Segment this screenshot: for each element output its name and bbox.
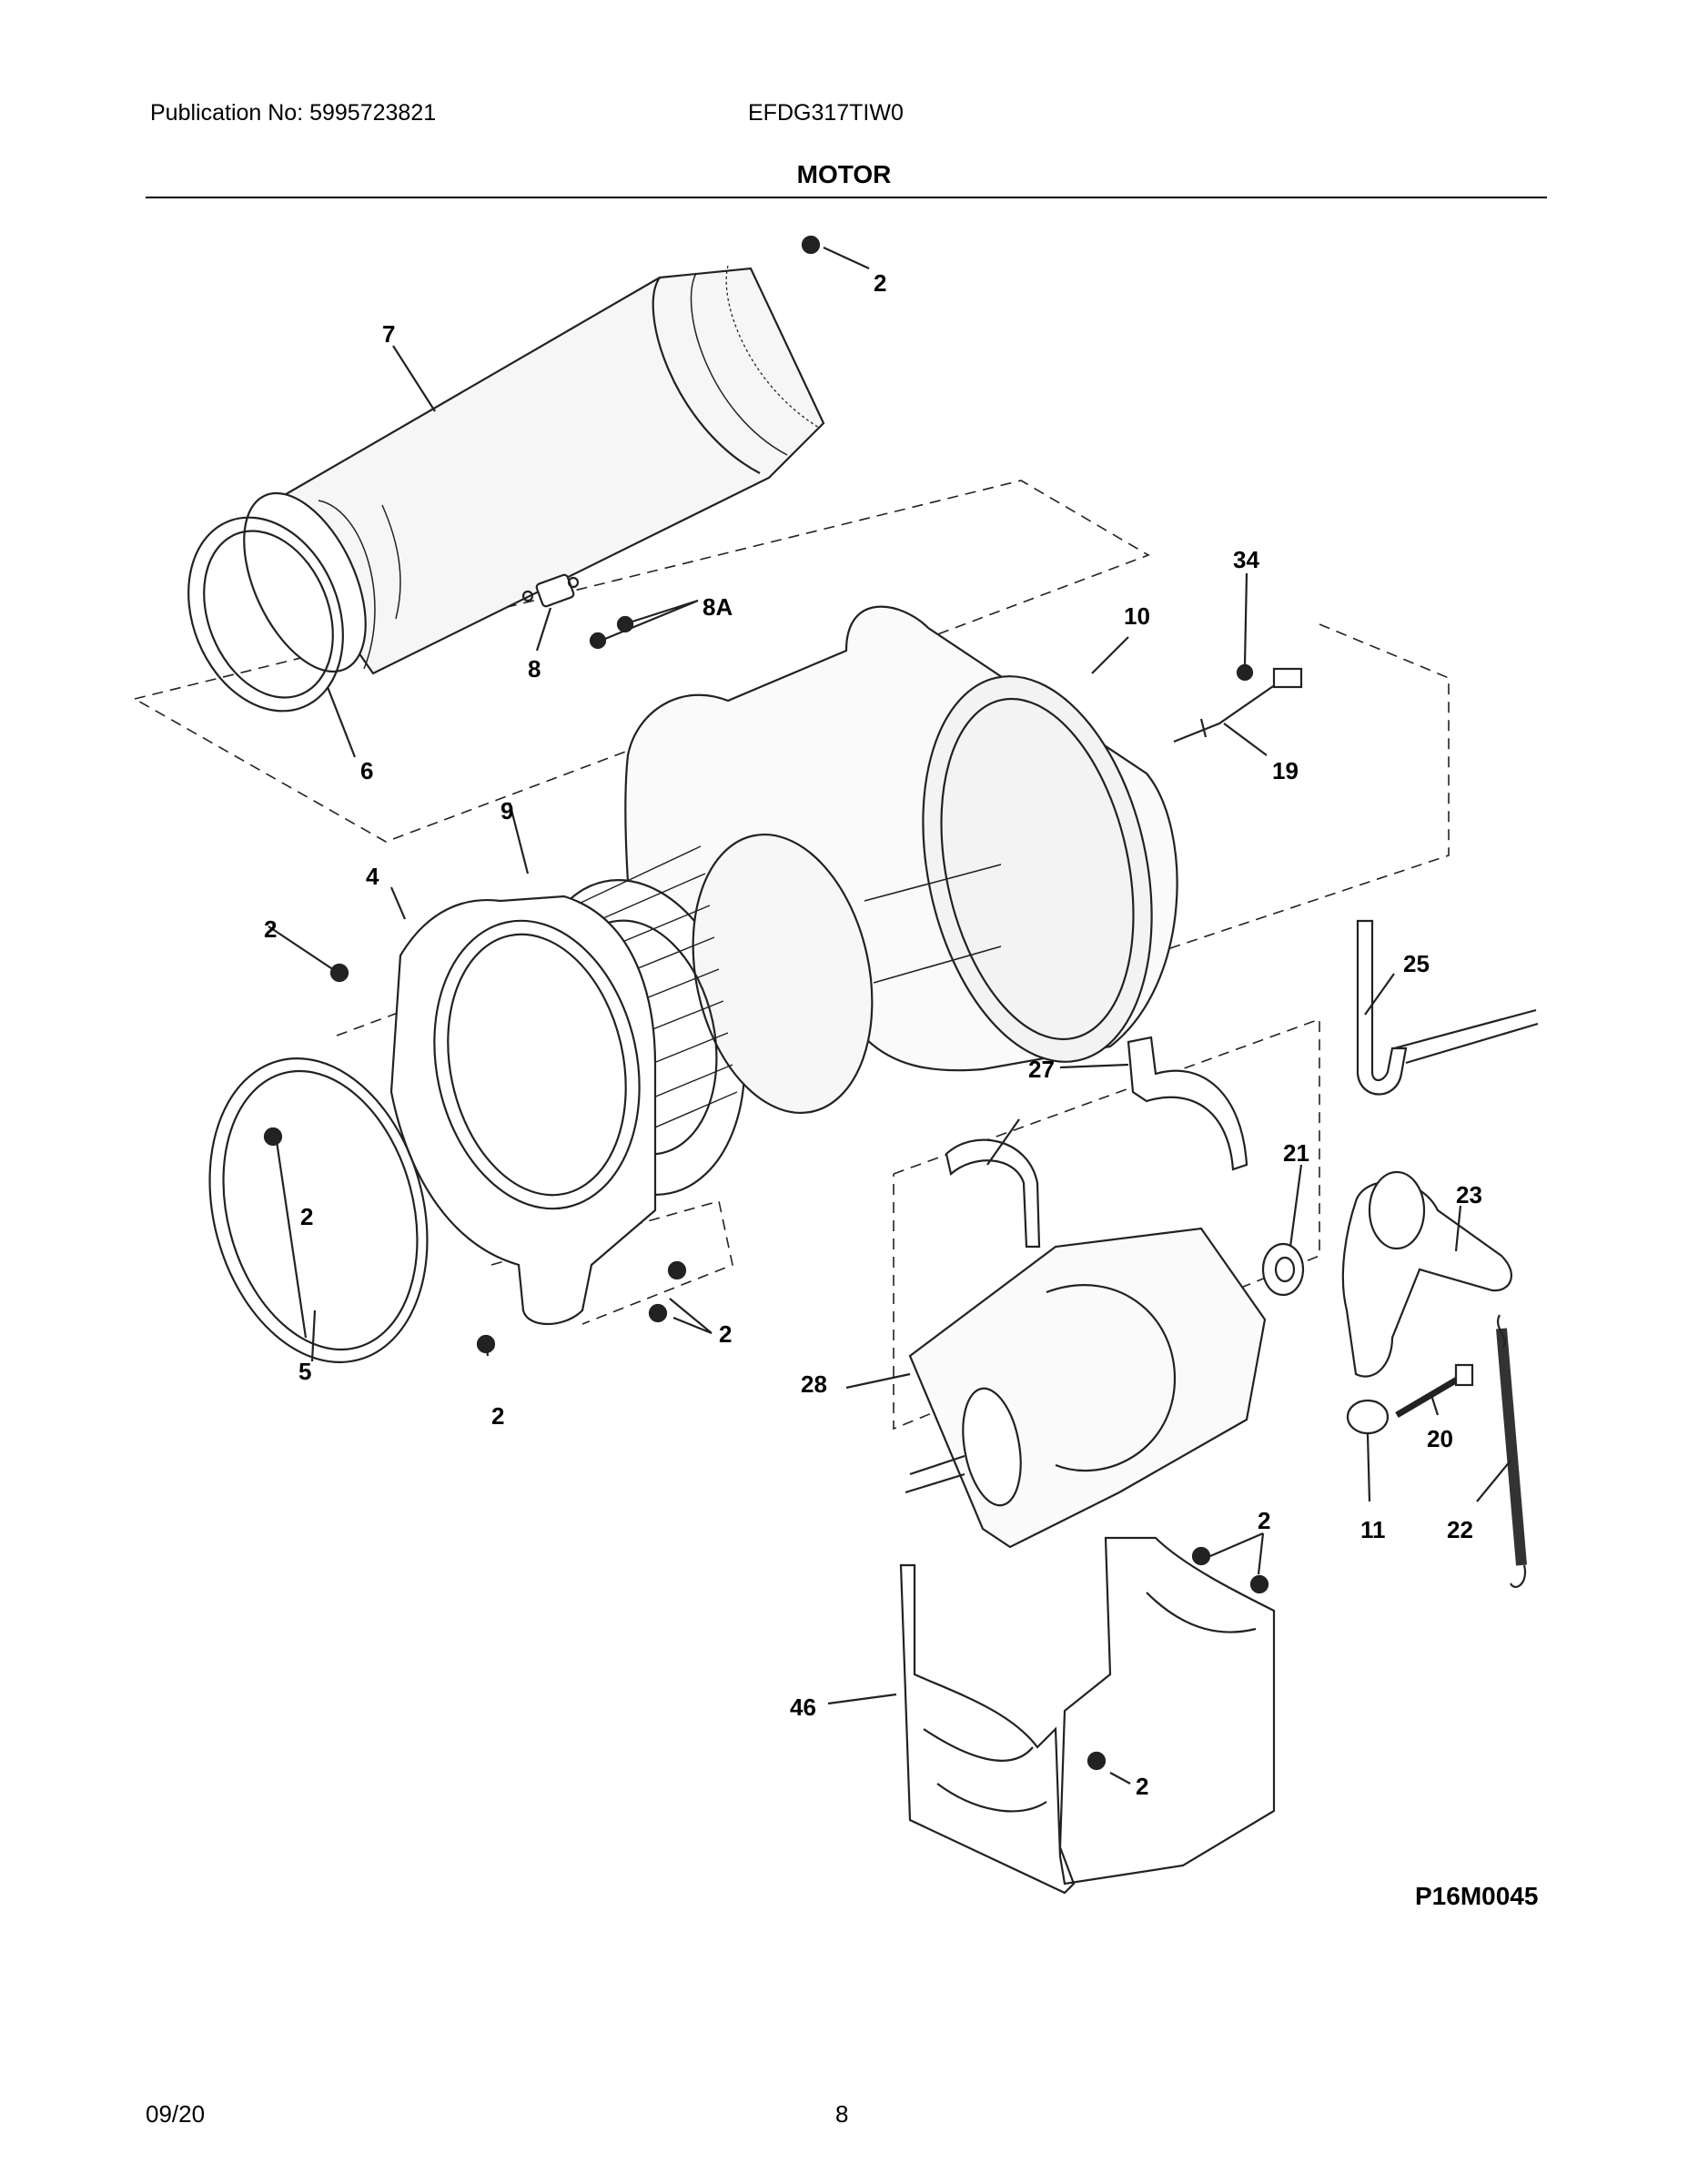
bracket-25: [1356, 919, 1539, 1096]
sensor-19: [1173, 667, 1303, 743]
duct-tube: [243, 265, 825, 675]
callout: 8A: [702, 593, 733, 621]
grommet-11: [1346, 1399, 1390, 1435]
housing-front-plate: [389, 895, 657, 1326]
publication-number: Publication No: 5995723821: [150, 100, 437, 126]
idler-arm-23: [1341, 1170, 1512, 1378]
callout: 6: [360, 757, 373, 784]
page-number: 8: [835, 2100, 849, 2128]
strap-27-right: [1127, 1036, 1248, 1171]
callout: 23: [1456, 1181, 1482, 1208]
header-rule: [146, 197, 1547, 198]
callout: 28: [801, 1370, 827, 1398]
callout: 20: [1427, 1425, 1453, 1452]
diagram-code: P16M0045: [1415, 1882, 1539, 1910]
callout: 34: [1233, 546, 1259, 573]
leader-lines: [268, 247, 1511, 1785]
callout: 8: [528, 655, 541, 682]
page-title: MOTOR: [796, 160, 892, 188]
callout: 7: [382, 320, 395, 348]
callout: 11: [1360, 1516, 1386, 1543]
callout: 2: [719, 1320, 732, 1348]
pulley-21: [1261, 1242, 1305, 1297]
callout: 21: [1283, 1139, 1309, 1167]
bolt-20: [1395, 1363, 1474, 1419]
callout: 4: [366, 863, 379, 890]
callout: 2: [874, 269, 886, 297]
callout: 22: [1447, 1516, 1473, 1543]
callout: 2: [264, 915, 277, 943]
callout: 2: [1258, 1507, 1270, 1534]
callout: 27: [1028, 1056, 1055, 1083]
thermostat-8: [521, 573, 580, 608]
footer-date: 09/20: [146, 2100, 206, 2128]
callout: 46: [790, 1694, 816, 1721]
callout: 9: [500, 797, 513, 824]
screws: [263, 235, 1269, 1771]
callout: 5: [298, 1358, 311, 1385]
callout: 25: [1403, 950, 1430, 977]
motor-28: [905, 1227, 1267, 1549]
callout-labels: 2 7 34 8A 10 8 6 19 9 4 2 25 2 27 21 23 …: [264, 269, 1482, 1800]
callout: 2: [1136, 1773, 1148, 1800]
spring-22: [1496, 1314, 1527, 1588]
model-number: EFDG317TIW0: [748, 100, 904, 126]
motor-base-46: [899, 1536, 1276, 1895]
callout: 2: [300, 1203, 313, 1230]
ring-seal-5: [208, 1057, 429, 1363]
ring-seal-6: [187, 516, 344, 713]
callout: 2: [491, 1402, 504, 1430]
callout: 10: [1124, 602, 1150, 630]
strap-27-left: [945, 1138, 1041, 1249]
callout: 19: [1272, 757, 1299, 784]
